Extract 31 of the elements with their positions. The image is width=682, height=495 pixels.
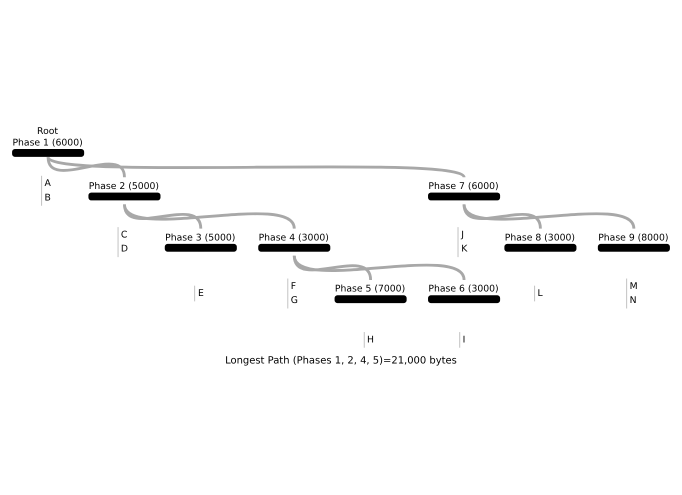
connector <box>462 204 636 230</box>
node-label: D <box>120 244 128 255</box>
node-label: Phase 7 (6000) <box>428 180 499 192</box>
node-label: B <box>44 192 51 204</box>
connector <box>123 204 202 229</box>
node-label: L <box>538 288 543 299</box>
node-label: F <box>290 280 296 292</box>
node-label: A <box>44 178 51 190</box>
node-label: K <box>461 244 468 255</box>
caption: Longest Path (Phases 1, 2, 4, 5)=21,000 bytes <box>225 356 457 367</box>
node-label: Phase 2 (5000) <box>88 180 160 192</box>
node-label: Phase 8 (3000) <box>504 232 576 244</box>
node-label: Phase 4 (3000) <box>258 232 329 244</box>
node-label: Phase 1 (6000) <box>12 137 83 148</box>
connector <box>123 204 296 230</box>
node-label: Phase 5 (7000) <box>334 284 406 295</box>
node-label: J <box>461 229 464 240</box>
node-label: M <box>630 280 638 292</box>
connector <box>47 156 465 178</box>
node-label: Phase 6 (3000) <box>428 284 499 295</box>
node-label: E <box>198 288 204 299</box>
node-label: C <box>120 229 128 240</box>
node-label: Phase 9 (8000) <box>598 232 668 244</box>
node-label: N <box>630 295 637 306</box>
node-label: H <box>367 334 374 346</box>
node-label: Root <box>37 126 58 137</box>
node-label: Phase 3 (5000) <box>165 232 236 244</box>
node-label: G <box>290 295 298 306</box>
connector <box>292 255 466 281</box>
connector <box>46 156 126 178</box>
node-label: I <box>462 334 466 346</box>
